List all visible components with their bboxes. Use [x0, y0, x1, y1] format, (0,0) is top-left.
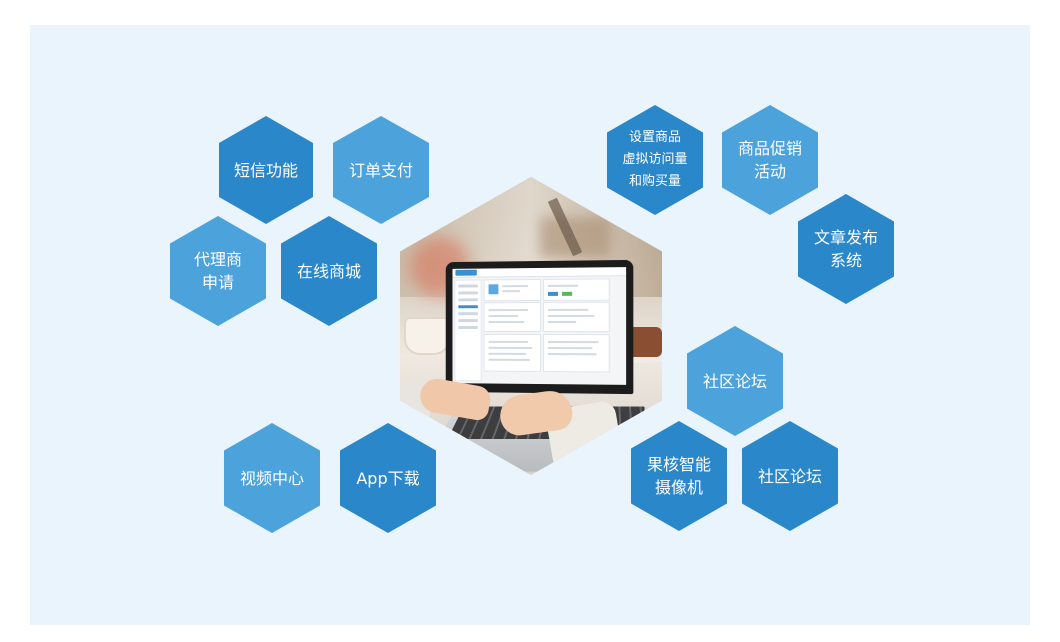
hex-label: 视频中心 [239, 468, 304, 488]
coffee-cup-icon [404, 317, 450, 355]
screen-card [542, 278, 610, 301]
hex-label: App下载 [356, 468, 420, 488]
hex-label: 设置商品 虚拟访问量 和购买量 [622, 130, 688, 189]
hex-label: 代理商 申请 [193, 250, 242, 292]
screen-sidebar [454, 279, 482, 382]
hex-label: 社区论坛 [757, 466, 822, 486]
screen-card [483, 333, 541, 373]
hex-label: 订单支付 [348, 160, 413, 180]
hex-label: 商品促销 活动 [737, 139, 802, 181]
screen-card [542, 334, 610, 373]
screen-card [483, 301, 541, 333]
dashboard-screenshot [452, 267, 627, 385]
screen-header [452, 267, 627, 278]
hex-label: 短信功能 [233, 160, 298, 180]
hex-label: 在线商城 [296, 261, 361, 281]
laptop-screen [445, 259, 634, 395]
plate-shape [612, 353, 662, 363]
hex-label: 社区论坛 [702, 371, 767, 391]
hex-order-payment[interactable]: 订单支付 [333, 116, 429, 224]
hex-label: 文章发布 系统 [813, 228, 878, 270]
hex-label: 果核智能 摄像机 [646, 455, 711, 497]
hex-community-forum[interactable]: 社区论坛 [687, 326, 783, 436]
screen-card [542, 301, 610, 333]
screen-logo [455, 269, 477, 276]
screen-card [483, 278, 541, 302]
